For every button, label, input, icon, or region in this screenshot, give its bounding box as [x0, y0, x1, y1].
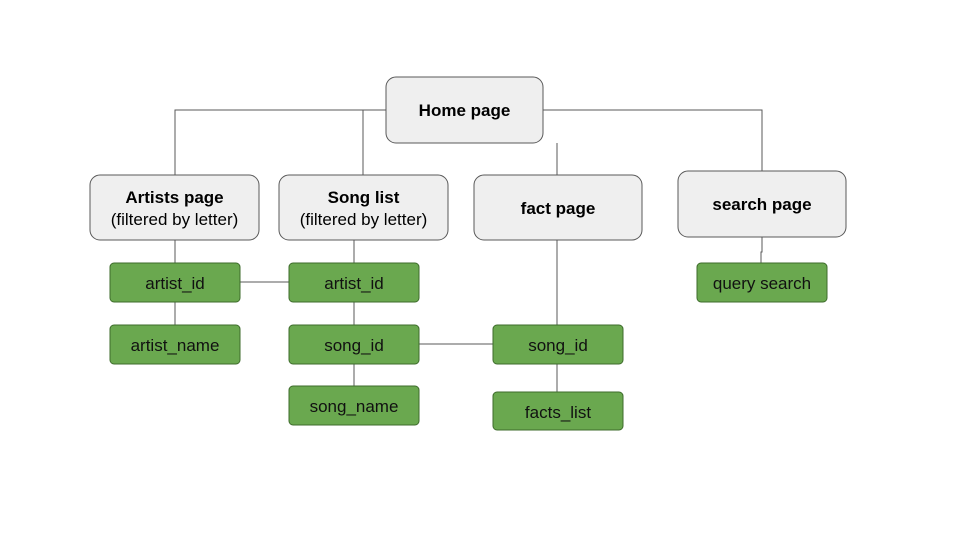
artists-page-subtitle: (filtered by letter): [111, 210, 239, 229]
page-node-artists: Artists page (filtered by letter): [89, 174, 260, 241]
field-label: artist_id: [145, 274, 205, 293]
page-node-fact: fact page: [473, 174, 643, 241]
fact-page-title: fact page: [521, 199, 596, 218]
artists-page-title: Artists page: [125, 188, 223, 207]
page-node-search: search page: [677, 170, 847, 238]
field-node-fact-facts-list: facts_list: [492, 391, 624, 431]
edge-home-artists: [174, 109, 386, 175]
field-label: artist_id: [324, 274, 384, 293]
page-node-songs: Song list (filtered by letter): [278, 174, 449, 241]
songs-page-subtitle: (filtered by letter): [300, 210, 428, 229]
home-page-title: Home page: [419, 101, 511, 120]
field-node-songs-song-id: song_id: [288, 324, 420, 365]
edge-home-search: [543, 109, 763, 171]
field-label: artist_name: [131, 336, 220, 355]
field-node-search-query: query search: [696, 262, 828, 303]
field-node-artists-artist-id: artist_id: [109, 262, 241, 303]
field-label: song_id: [528, 336, 588, 355]
search-page-title: search page: [712, 195, 811, 214]
field-node-fact-song-id: song_id: [492, 324, 624, 365]
field-label: song_name: [310, 397, 399, 416]
field-label: song_id: [324, 336, 384, 355]
field-label: query search: [713, 274, 811, 293]
connectors: [174, 109, 763, 392]
field-node-artists-artist-name: artist_name: [109, 324, 241, 365]
page-node-home: Home page: [385, 76, 544, 144]
field-label: facts_list: [525, 403, 591, 422]
songs-page-title: Song list: [328, 188, 400, 207]
edge-search-query: [760, 237, 763, 263]
field-node-songs-song-name: song_name: [288, 385, 420, 426]
field-node-songs-artist-id: artist_id: [288, 262, 420, 303]
